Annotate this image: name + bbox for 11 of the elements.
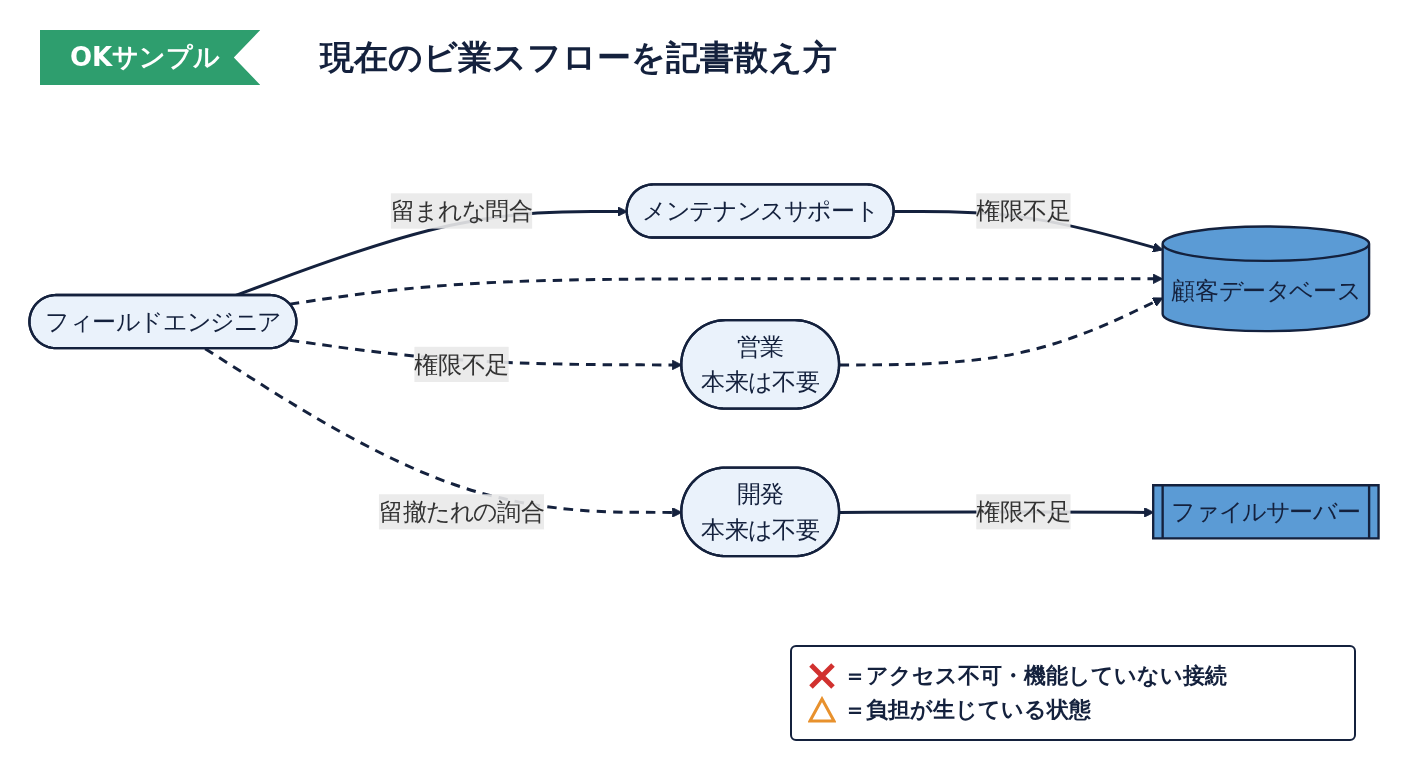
edge-label: 権限不足 <box>414 349 509 379</box>
title: 現在のビ業スフローを記書散え方 <box>320 35 838 79</box>
legend-text: ＝アクセス不可・機能していない接続 <box>844 662 1227 690</box>
edge-label: 権限不足 <box>976 497 1071 526</box>
arrow <box>289 273 1164 306</box>
edge-label: 留撤たれの詢合 <box>378 497 545 526</box>
edge-label: 留まれな問合 <box>390 196 533 225</box>
sample-badge: OKサンプル <box>40 30 261 85</box>
edge-label: 権限不足 <box>976 196 1071 225</box>
legend-text: ＝負担が生じている状態 <box>844 696 1091 724</box>
arrow <box>839 297 1164 367</box>
